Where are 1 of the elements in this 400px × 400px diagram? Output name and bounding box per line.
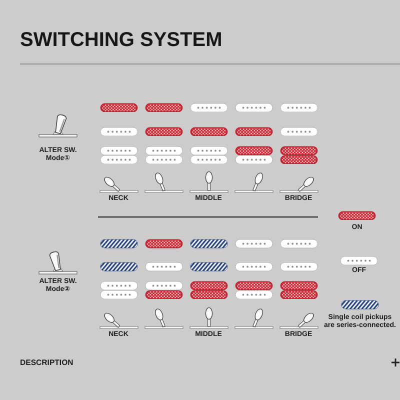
page-title: SWITCHING SYSTEM — [20, 30, 222, 50]
